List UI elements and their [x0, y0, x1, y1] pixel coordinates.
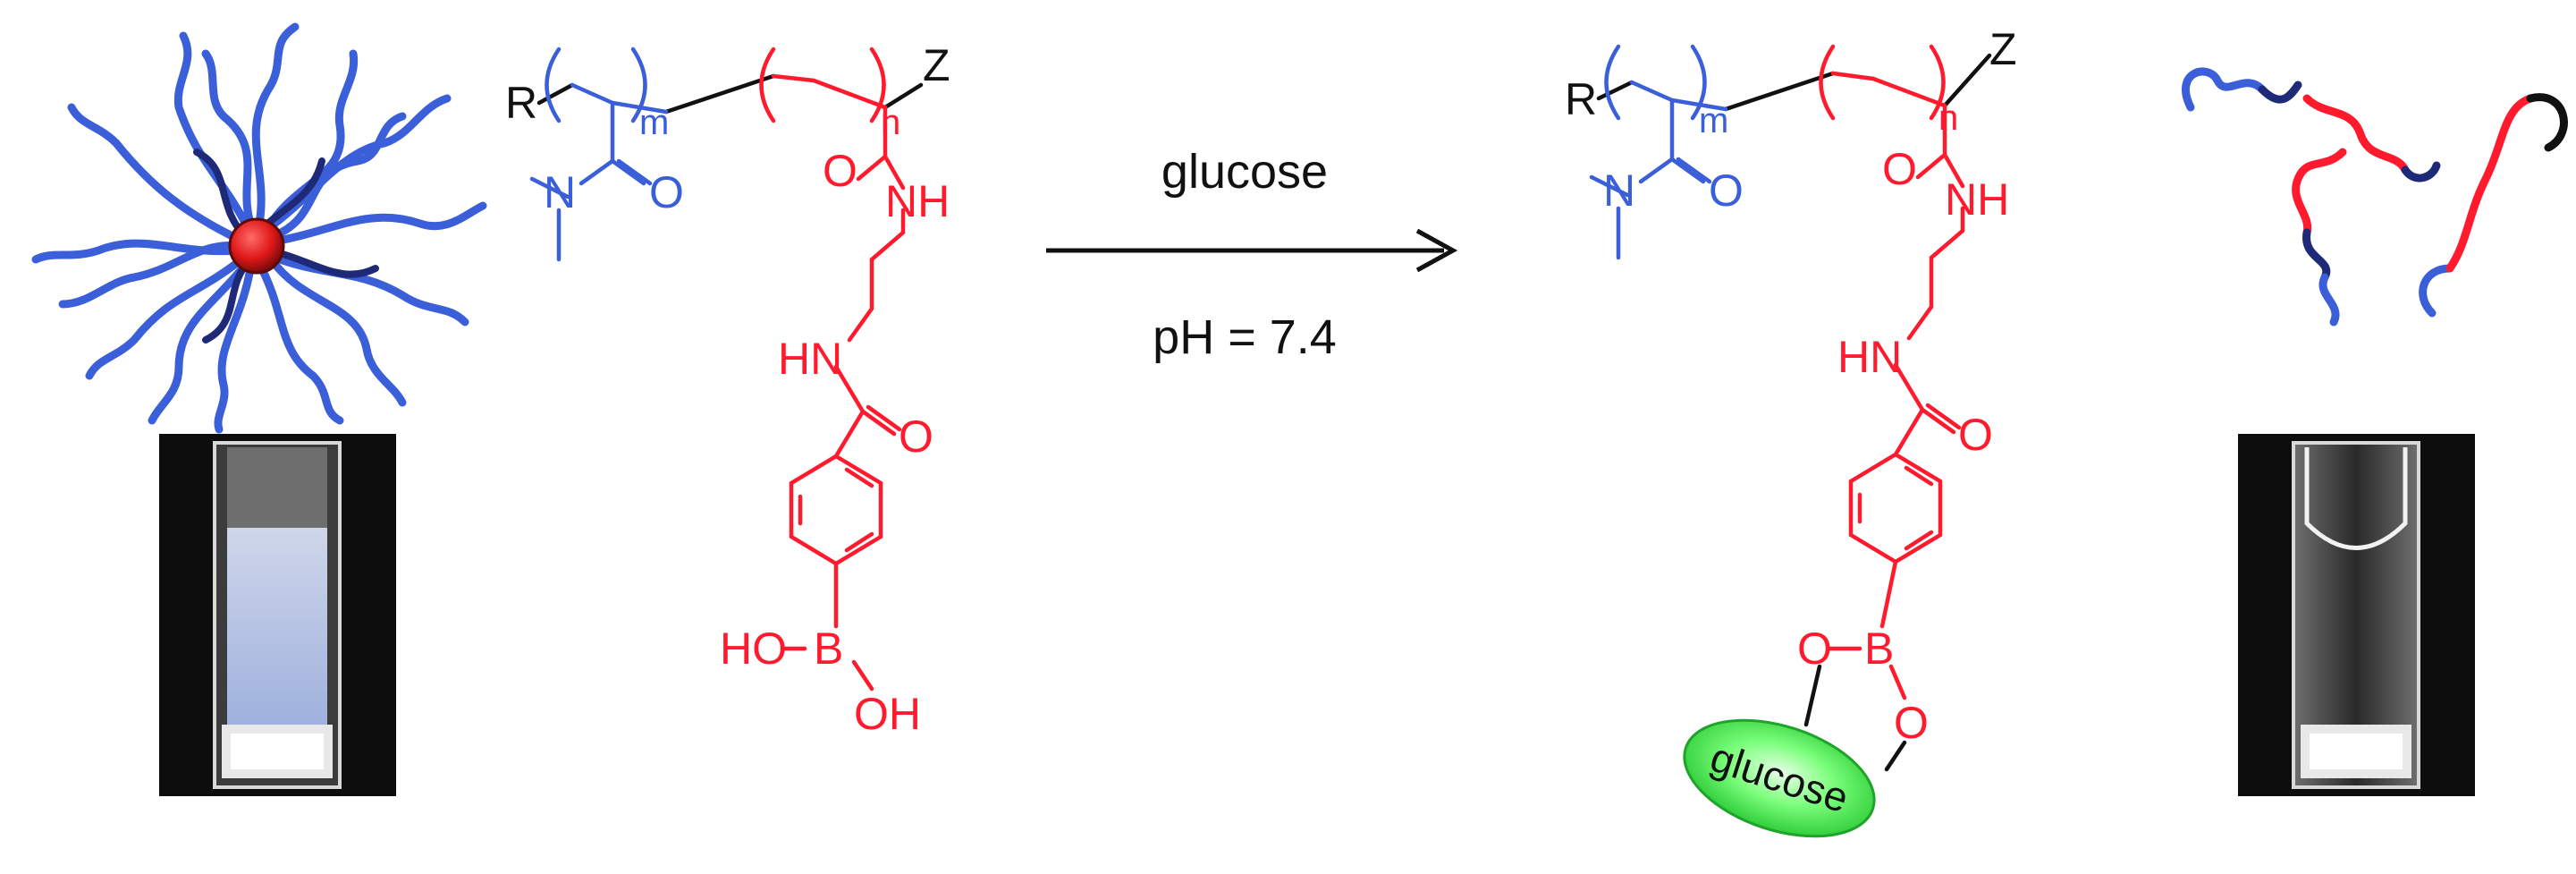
unimer-chains-icon [2182, 67, 2568, 327]
polymer-labels-left: R m n Z O N O NH HN O HO B OH [505, 40, 950, 739]
boron-left: B [814, 624, 843, 674]
z-group-left: Z [923, 40, 950, 90]
benzamide-o-right: O [1958, 410, 1993, 460]
r-group-right: R [1565, 74, 1597, 124]
hn-bottom-right: HN [1837, 332, 1902, 382]
reaction-reagent: glucose [1161, 145, 1328, 199]
r-group-left: R [505, 78, 537, 128]
amine-n-right: N [1603, 165, 1635, 216]
nh-top-left: NH [885, 176, 950, 226]
amide-o-blue-left: O [649, 167, 684, 217]
boron-right: B [1864, 624, 1894, 674]
subscript-m-right: m [1699, 101, 1728, 140]
polymer-structure-left [529, 47, 924, 692]
cuvette-clear-photo [2238, 434, 2475, 796]
z-group-right: Z [1989, 24, 2017, 74]
micelle-icon [31, 22, 487, 434]
reaction-arrow-icon [1046, 228, 1458, 273]
ester-o-left-right: O [1797, 624, 1832, 674]
glucose-ellipse: glucose [1683, 718, 1876, 838]
boron-ho-left: HO [720, 624, 787, 674]
amide-o-red-left: O [823, 146, 857, 196]
amide-o-blue-right: O [1709, 165, 1744, 216]
boron-oh-left: OH [854, 689, 921, 739]
subscript-n-right: n [1938, 98, 1958, 138]
benzamide-o-left: O [899, 412, 933, 462]
reaction-condition: pH = 7.4 [1153, 310, 1337, 364]
nh-top-right: NH [1945, 174, 2009, 225]
polymer-structure-right [1589, 44, 1992, 772]
amine-n-left: N [544, 167, 576, 217]
cuvette-turbid-photo [159, 434, 396, 796]
subscript-n-left: n [881, 103, 900, 142]
hn-bottom-left: HN [778, 334, 842, 384]
ester-o-right-right: O [1894, 698, 1929, 748]
subscript-m-left: m [639, 103, 669, 142]
amide-o-red-right: O [1882, 144, 1917, 194]
polymer-labels-right: R m n Z O N O NH HN O O B O [1565, 24, 2017, 748]
